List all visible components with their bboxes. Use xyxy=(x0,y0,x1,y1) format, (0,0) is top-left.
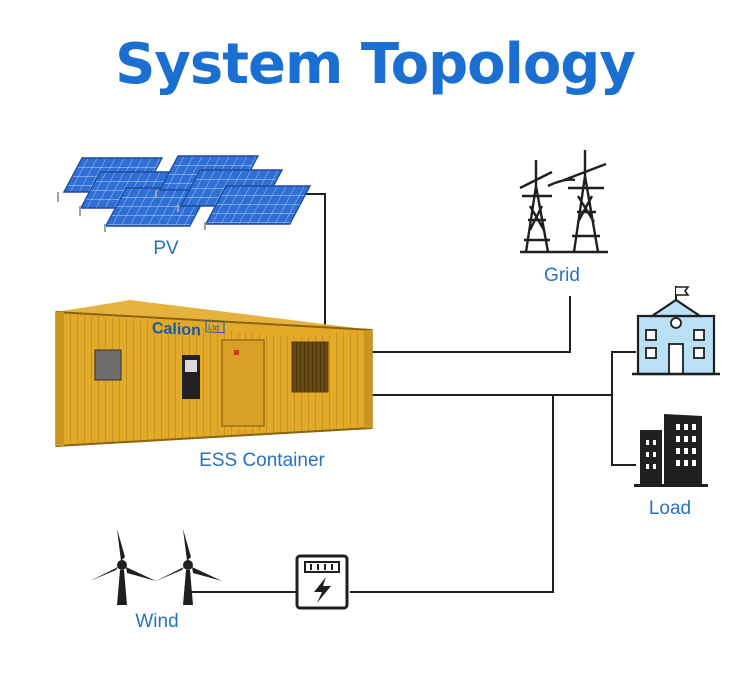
grid-pylon-icon xyxy=(519,150,608,254)
wind-bus xyxy=(350,395,554,593)
office-building-icon xyxy=(634,414,708,487)
diagram-title: System Topology xyxy=(115,32,636,97)
load-label: Load xyxy=(648,498,692,519)
ess-container: Calion Ltd xyxy=(55,300,373,447)
solar-panel xyxy=(204,185,312,225)
grid-label: Grid xyxy=(544,265,580,286)
load-bus xyxy=(372,351,636,396)
container-brand: Calion xyxy=(152,320,201,340)
meter-icon xyxy=(295,554,349,610)
wind-turbine-icon xyxy=(90,529,222,605)
vent-grille xyxy=(291,341,329,393)
wind-label: Wind xyxy=(135,611,179,632)
container-brand-suffix: Ltd xyxy=(208,323,219,333)
container-door xyxy=(221,339,265,427)
school-building-icon xyxy=(632,286,720,376)
pv-solar-panels xyxy=(57,155,312,232)
grid-link xyxy=(372,296,571,353)
load-link xyxy=(611,395,636,466)
pv-label: PV xyxy=(153,238,179,259)
ess-container-label: ESS Container xyxy=(199,450,325,471)
